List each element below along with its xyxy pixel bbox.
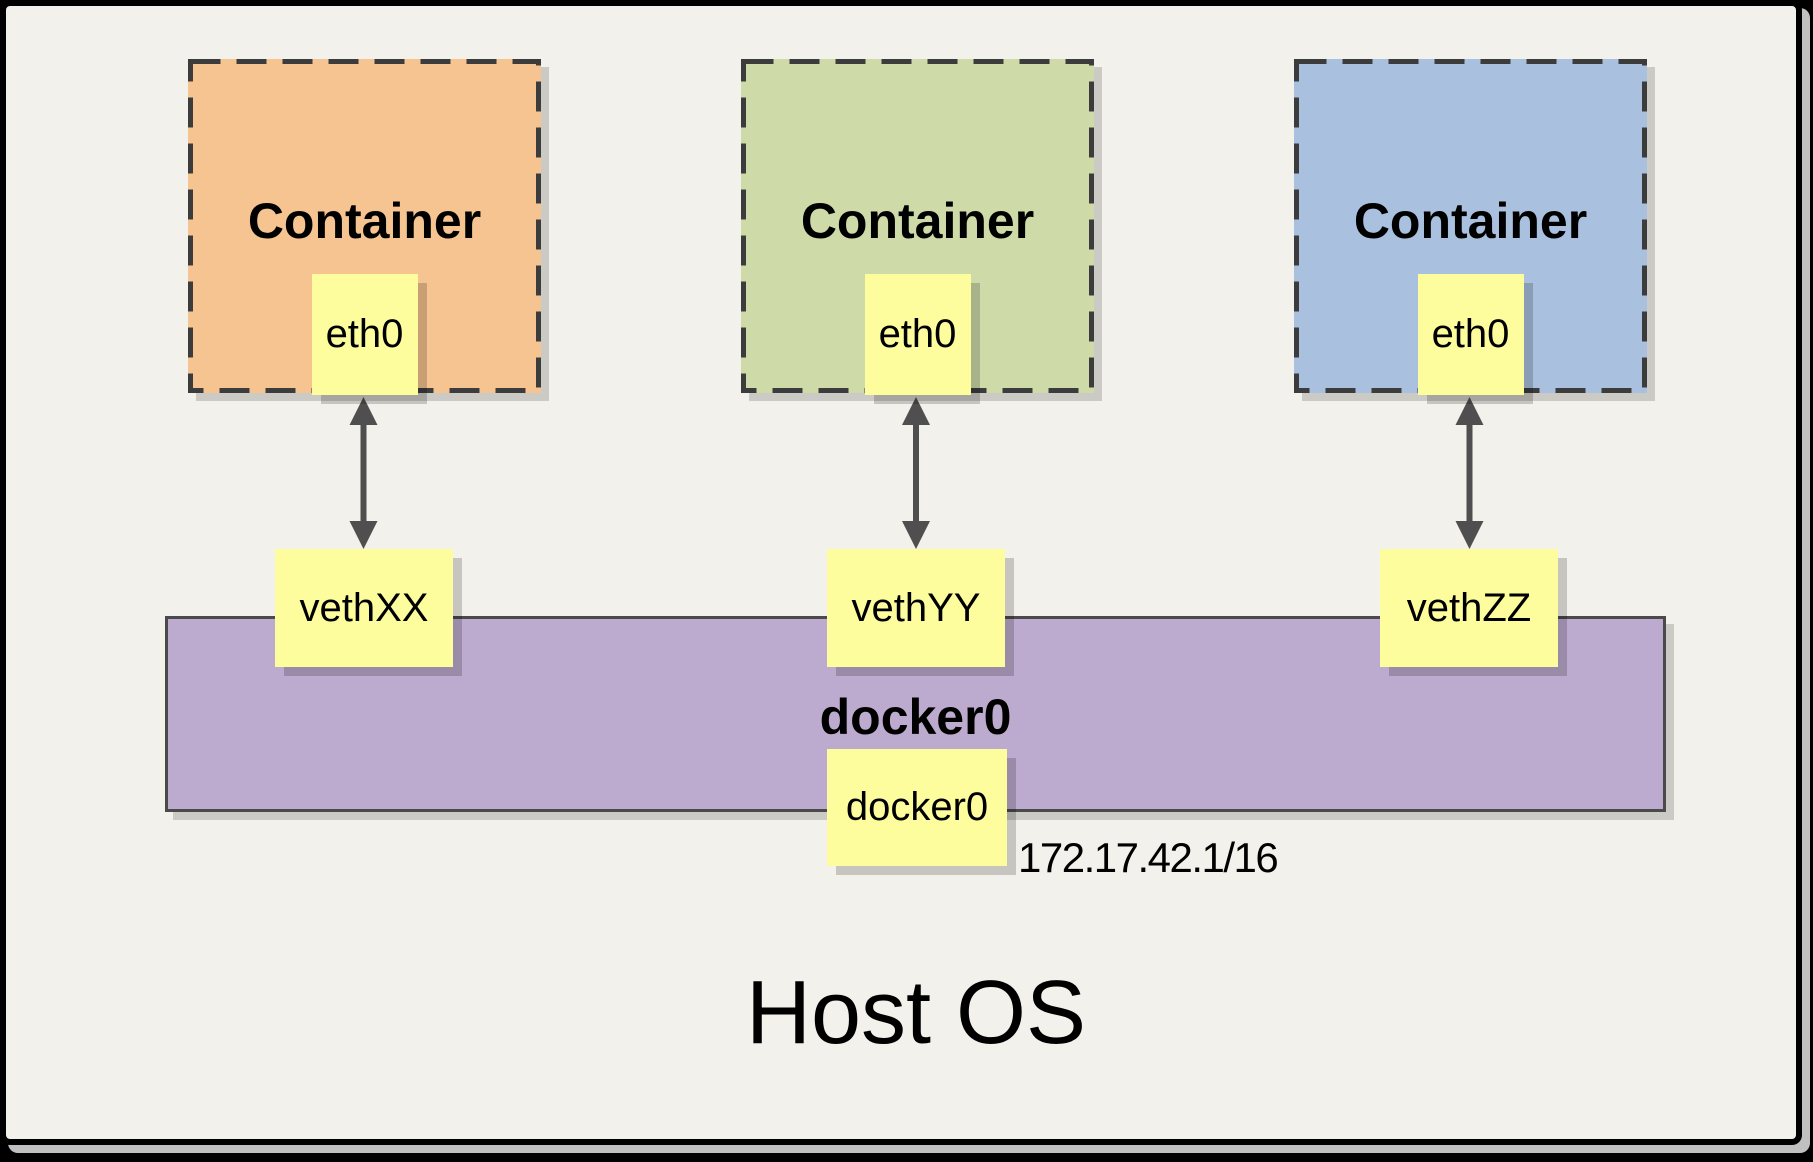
- container-box-3: Container eth0: [1294, 59, 1647, 395]
- host-os-frame: Container eth0 Container eth0 Container …: [0, 0, 1802, 1145]
- container-1-label: Container: [247, 193, 482, 249]
- arrow-eth0-to-vethyy: [902, 397, 930, 549]
- arrow-eth0-to-vethzz: [1455, 397, 1484, 549]
- docker0-bridge-label: docker0: [819, 689, 1012, 745]
- container-1-eth0-box: eth0: [311, 274, 418, 395]
- docker0-interface-box: docker0: [827, 749, 1007, 866]
- container-2-eth0-box: eth0: [864, 274, 971, 395]
- arrow-eth0-to-vethxx: [349, 397, 378, 549]
- bridge-ip-address: 172.17.42.1/16: [1018, 834, 1279, 881]
- container-2-label: Container: [800, 193, 1035, 249]
- vethzz-box: vethZZ: [1380, 549, 1558, 667]
- container-3-eth0-box: eth0: [1417, 274, 1524, 395]
- host-os-label: Host OS: [745, 963, 1087, 1063]
- container-box-1: Container eth0: [188, 59, 541, 395]
- vethyy-box: vethYY: [827, 549, 1005, 667]
- container-3-label: Container: [1353, 193, 1588, 249]
- container-box-2: Container eth0: [741, 59, 1094, 395]
- vethxx-box: vethXX: [275, 549, 453, 667]
